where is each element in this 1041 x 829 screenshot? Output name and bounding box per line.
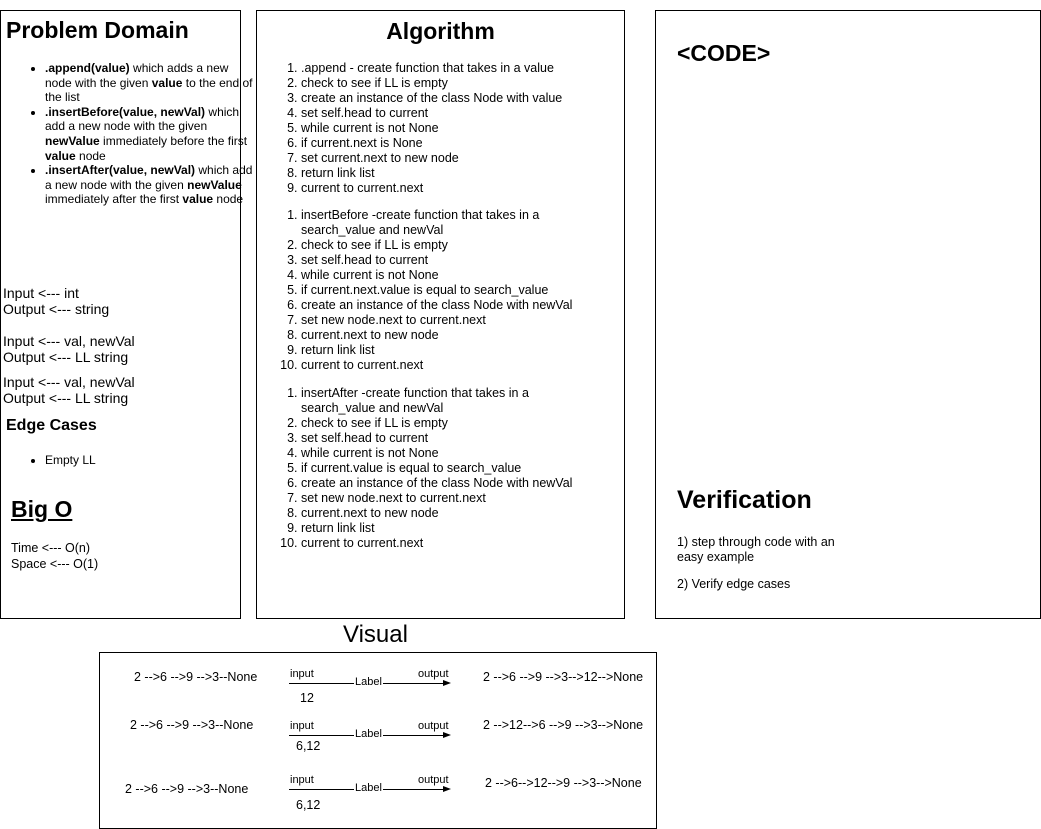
list-before: 2 -->6 -->9 -->3--None	[130, 718, 254, 732]
space-complexity: Space <--- O(1)	[11, 557, 99, 571]
input-value: 12	[300, 691, 314, 705]
algorithm-step: current.next to new node	[301, 506, 601, 521]
algorithm-step: insertBefore -create function that takes…	[301, 208, 601, 238]
algorithm-step: set current.next to new node	[301, 151, 601, 166]
edge-case-item: Empty LL	[45, 453, 96, 467]
algorithm-step: if current.next.value is equal to search…	[301, 283, 601, 298]
algorithm-step: create an instance of the class Node wit…	[301, 91, 601, 106]
io-input: Input <--- int	[3, 285, 79, 301]
methods-list: .append(value) which adds a new node wit…	[25, 61, 255, 207]
verification-step: 2) Verify edge cases	[677, 577, 791, 591]
algorithm-step: set self.head to current	[301, 106, 601, 121]
big-o-title: Big O	[11, 496, 73, 522]
algorithm-step: if current.next is None	[301, 136, 601, 151]
algorithm-step: return link list	[301, 343, 601, 358]
algorithm-step: return link list	[301, 166, 601, 181]
method-item: .insertAfter(value, newVal) which add a …	[45, 163, 255, 207]
list-after: 2 -->12-->6 -->9 -->3-->None	[483, 718, 644, 732]
io-block-append: Input <--- int Output <--- string	[3, 285, 109, 317]
algorithm-step: create an instance of the class Node wit…	[301, 476, 601, 491]
edge-label: Label	[354, 728, 383, 740]
algorithm-step: create an instance of the class Node wit…	[301, 298, 601, 313]
edge-label: Label	[354, 676, 383, 688]
algorithm-panel: Algorithm .append - create function that…	[256, 10, 625, 619]
io-input: Input <--- val, newVal	[3, 333, 135, 349]
algorithm-step: current to current.next	[301, 358, 601, 373]
visual-title: Visual	[343, 621, 408, 648]
input-label: input	[290, 720, 314, 732]
algorithm-step: while current is not None	[301, 121, 601, 136]
algorithm-step: check to see if LL is empty	[301, 416, 601, 431]
io-output: Output <--- LL string	[3, 349, 129, 365]
algorithm-step: set new node.next to current.next	[301, 313, 601, 328]
input-label: input	[290, 774, 314, 786]
list-after: 2 -->6 -->9 -->3-->12-->None	[483, 670, 644, 684]
code-title: <CODE>	[677, 40, 771, 66]
list-before: 2 -->6 -->9 -->3--None	[134, 670, 258, 684]
problem-domain-title: Problem Domain	[6, 17, 189, 43]
output-label: output	[418, 720, 449, 732]
verification-title: Verification	[677, 486, 812, 514]
algorithm-step: while current is not None	[301, 268, 601, 283]
algorithm-step: set self.head to current	[301, 431, 601, 446]
input-label: input	[290, 668, 314, 680]
io-block-insert-before: Input <--- val, newVal Output <--- LL st…	[3, 333, 135, 365]
io-output: Output <--- LL string	[3, 390, 129, 406]
algorithm-step: current.next to new node	[301, 328, 601, 343]
input-value: 6,12	[296, 739, 321, 753]
method-item: .insertBefore(value, newVal) which add a…	[45, 105, 255, 163]
list-before: 2 -->6 -->9 -->3--None	[125, 782, 249, 796]
input-value: 6,12	[296, 798, 321, 812]
algorithm-step: while current is not None	[301, 446, 601, 461]
method-item: .append(value) which adds a new node wit…	[45, 61, 255, 105]
time-complexity: Time <--- O(n)	[11, 541, 91, 555]
io-output: Output <--- string	[3, 301, 110, 317]
output-label: output	[418, 774, 449, 786]
list-after: 2 -->6-->12-->9 -->3-->None	[485, 776, 642, 790]
algorithm-step: current to current.next	[301, 181, 601, 196]
algorithm-step: set self.head to current	[301, 253, 601, 268]
arrow-head	[443, 732, 451, 738]
problem-domain-panel: Problem Domain .append(value) which adds…	[0, 10, 253, 619]
append-steps-list: .append - create function that takes in …	[281, 61, 601, 196]
algorithm-step: .append - create function that takes in …	[301, 61, 601, 76]
algorithm-step: check to see if LL is empty	[301, 238, 601, 253]
edge-label: Label	[354, 782, 383, 794]
algorithm-step: return link list	[301, 521, 601, 536]
algorithm-title: Algorithm	[386, 18, 495, 44]
edge-cases-list: Empty LL	[25, 453, 96, 467]
arrow-head	[443, 786, 451, 792]
algorithm-step: check to see if LL is empty	[301, 76, 601, 91]
edge-cases-title: Edge Cases	[6, 417, 97, 434]
algorithm-step: insertAfter -create function that takes …	[301, 386, 601, 416]
algorithm-step: if current.value is equal to search_valu…	[301, 461, 601, 476]
io-input: Input <--- val, newVal	[3, 374, 135, 390]
visual-panel: 2 -->6 -->9 -->3--None input Label outpu…	[99, 652, 657, 829]
verification-step: 1) step through code with an easy exampl…	[677, 535, 835, 564]
insert-before-steps-list: insertBefore -create function that takes…	[281, 208, 601, 373]
algorithm-step: set new node.next to current.next	[301, 491, 601, 506]
algorithm-step: current to current.next	[301, 536, 601, 551]
insert-after-steps-list: insertAfter -create function that takes …	[281, 386, 601, 551]
io-block-insert-after: Input <--- val, newVal Output <--- LL st…	[3, 374, 135, 406]
output-label: output	[418, 668, 449, 680]
code-panel: <CODE> Verification 1) step through code…	[655, 10, 1041, 619]
arrow-head	[443, 680, 451, 686]
